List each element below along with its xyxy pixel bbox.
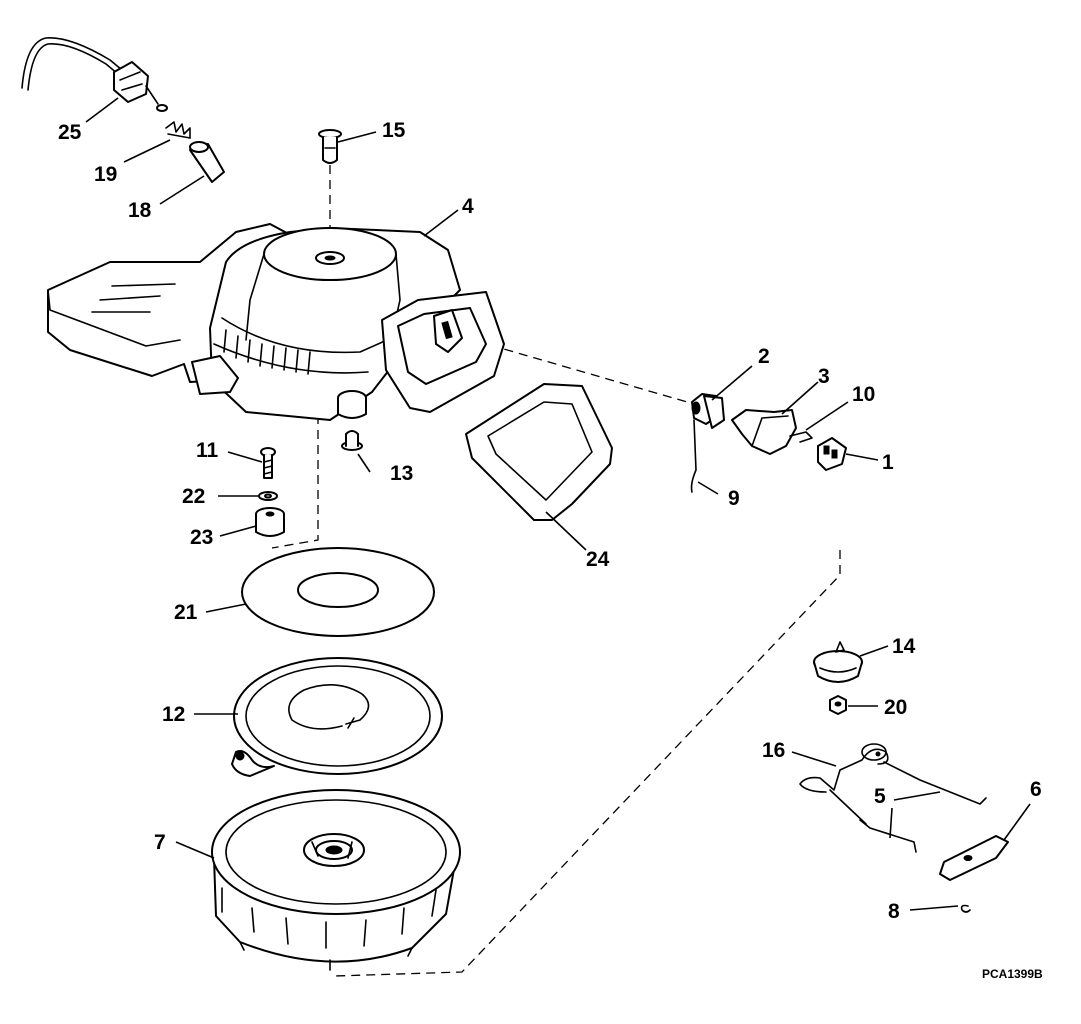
callout-6: 6 (1030, 778, 1042, 801)
callout-16: 16 (762, 739, 786, 762)
part-5-springs (829, 761, 987, 853)
callout-10: 10 (852, 383, 876, 406)
part-6-pawl (939, 835, 1009, 881)
part-10-anchor (789, 431, 813, 443)
part-21-plate (241, 547, 435, 637)
part-23-spacer (255, 507, 285, 537)
callout-15: 15 (382, 119, 406, 142)
part-25-cable (21, 37, 168, 112)
callout-24: 24 (586, 548, 610, 571)
part-18-pin (189, 141, 225, 183)
callout-21: 21 (174, 601, 198, 624)
callout-4: 4 (462, 195, 474, 218)
part-9-rod (690, 419, 697, 493)
part-8-e-clip (960, 904, 971, 913)
callout-8: 8 (888, 900, 900, 923)
callout-13: 13 (390, 462, 414, 485)
callout-25: 25 (58, 121, 82, 144)
callout-2: 2 (758, 345, 770, 368)
leader-lines (85, 97, 1031, 911)
callout-22: 22 (182, 485, 206, 508)
part-19-spring (165, 121, 191, 139)
part-24-gasket (465, 383, 613, 521)
part-22-washer (258, 491, 278, 501)
callout-11: 11 (196, 439, 219, 462)
assembly-lines (271, 165, 841, 977)
callout-5: 5 (874, 785, 886, 808)
callout-18: 18 (128, 199, 152, 222)
part-14-cam (813, 641, 863, 683)
part-11-bolt (260, 447, 276, 479)
part-12-rewind-spring (231, 657, 443, 777)
callout-7: 7 (154, 831, 166, 854)
callout-3: 3 (818, 365, 830, 388)
part-13-bushing (341, 430, 363, 451)
callout-9: 9 (728, 487, 740, 510)
callout-1: 1 (882, 451, 894, 474)
callout-20: 20 (884, 696, 908, 719)
part-15-screw (318, 129, 342, 164)
part-20-nut (829, 695, 847, 715)
part-2-clip (691, 393, 725, 429)
part-1-connector (817, 437, 847, 471)
callout-12: 12 (162, 703, 186, 726)
callout-14: 14 (892, 635, 916, 658)
part-16-link (799, 743, 889, 793)
drawing-code: PCA1399B (982, 967, 1043, 981)
part-4-starter-housing (47, 223, 505, 421)
callout-19: 19 (94, 163, 118, 186)
part-7-pulley (211, 789, 461, 971)
part-3-handle (731, 409, 797, 455)
callout-23: 23 (190, 526, 214, 549)
